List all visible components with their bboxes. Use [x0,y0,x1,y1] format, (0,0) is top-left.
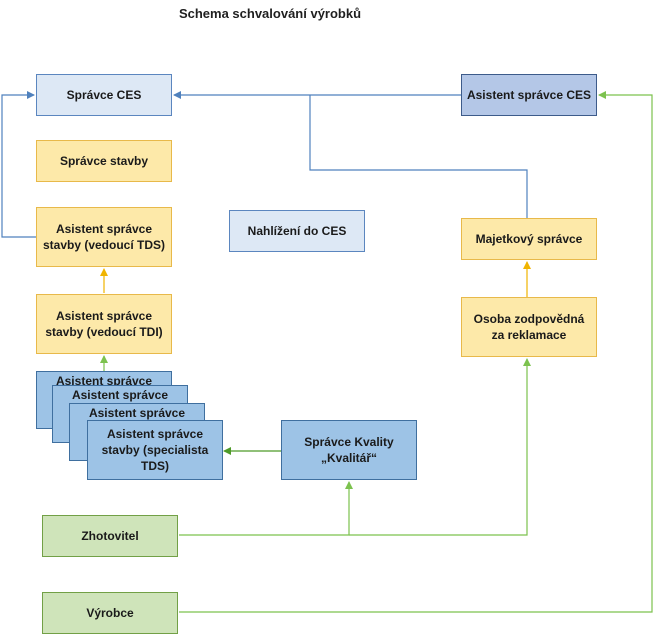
node-asistent-vedouci-tdi: Asistent správce stavby (vedoucí TDI) [36,294,172,354]
edge-majetkovy-to-spravce-ces [309,95,528,218]
node-osoba-zodpovedna: Osoba zodpovědná za reklamace [461,297,597,357]
edge-zhotovitel-to-kvalita [179,481,353,536]
node-vyrobce: Výrobce [42,592,178,634]
node-spravce-ces: Správce CES [36,74,172,116]
edge-vyrobce-to-asistent-ces [179,91,653,613]
edge-zhotovitel-to-osoba [349,358,531,536]
node-zhotovitel: Zhotovitel [42,515,178,557]
node-spravce-kvality: Správce Kvality „Kvalitář“ [281,420,417,480]
node-spravce-stavby: Správce stavby [36,140,172,182]
node-nahlizeni-do-ces: Nahlížení do CES [229,210,365,252]
node-asistent-vedouci-tds: Asistent správce stavby (vedoucí TDS) [36,207,172,267]
node-asistent-spravce-ces: Asistent správce CES [461,74,597,116]
diagram-title: Schema schvalování výrobků [178,6,362,21]
node-asistent-specialista-tds: Asistent správce stavby (specialista TDS… [87,420,223,480]
edge-tds-to-spravce-ces [1,91,36,238]
node-majetkovy-spravce: Majetkový správce [461,218,597,260]
